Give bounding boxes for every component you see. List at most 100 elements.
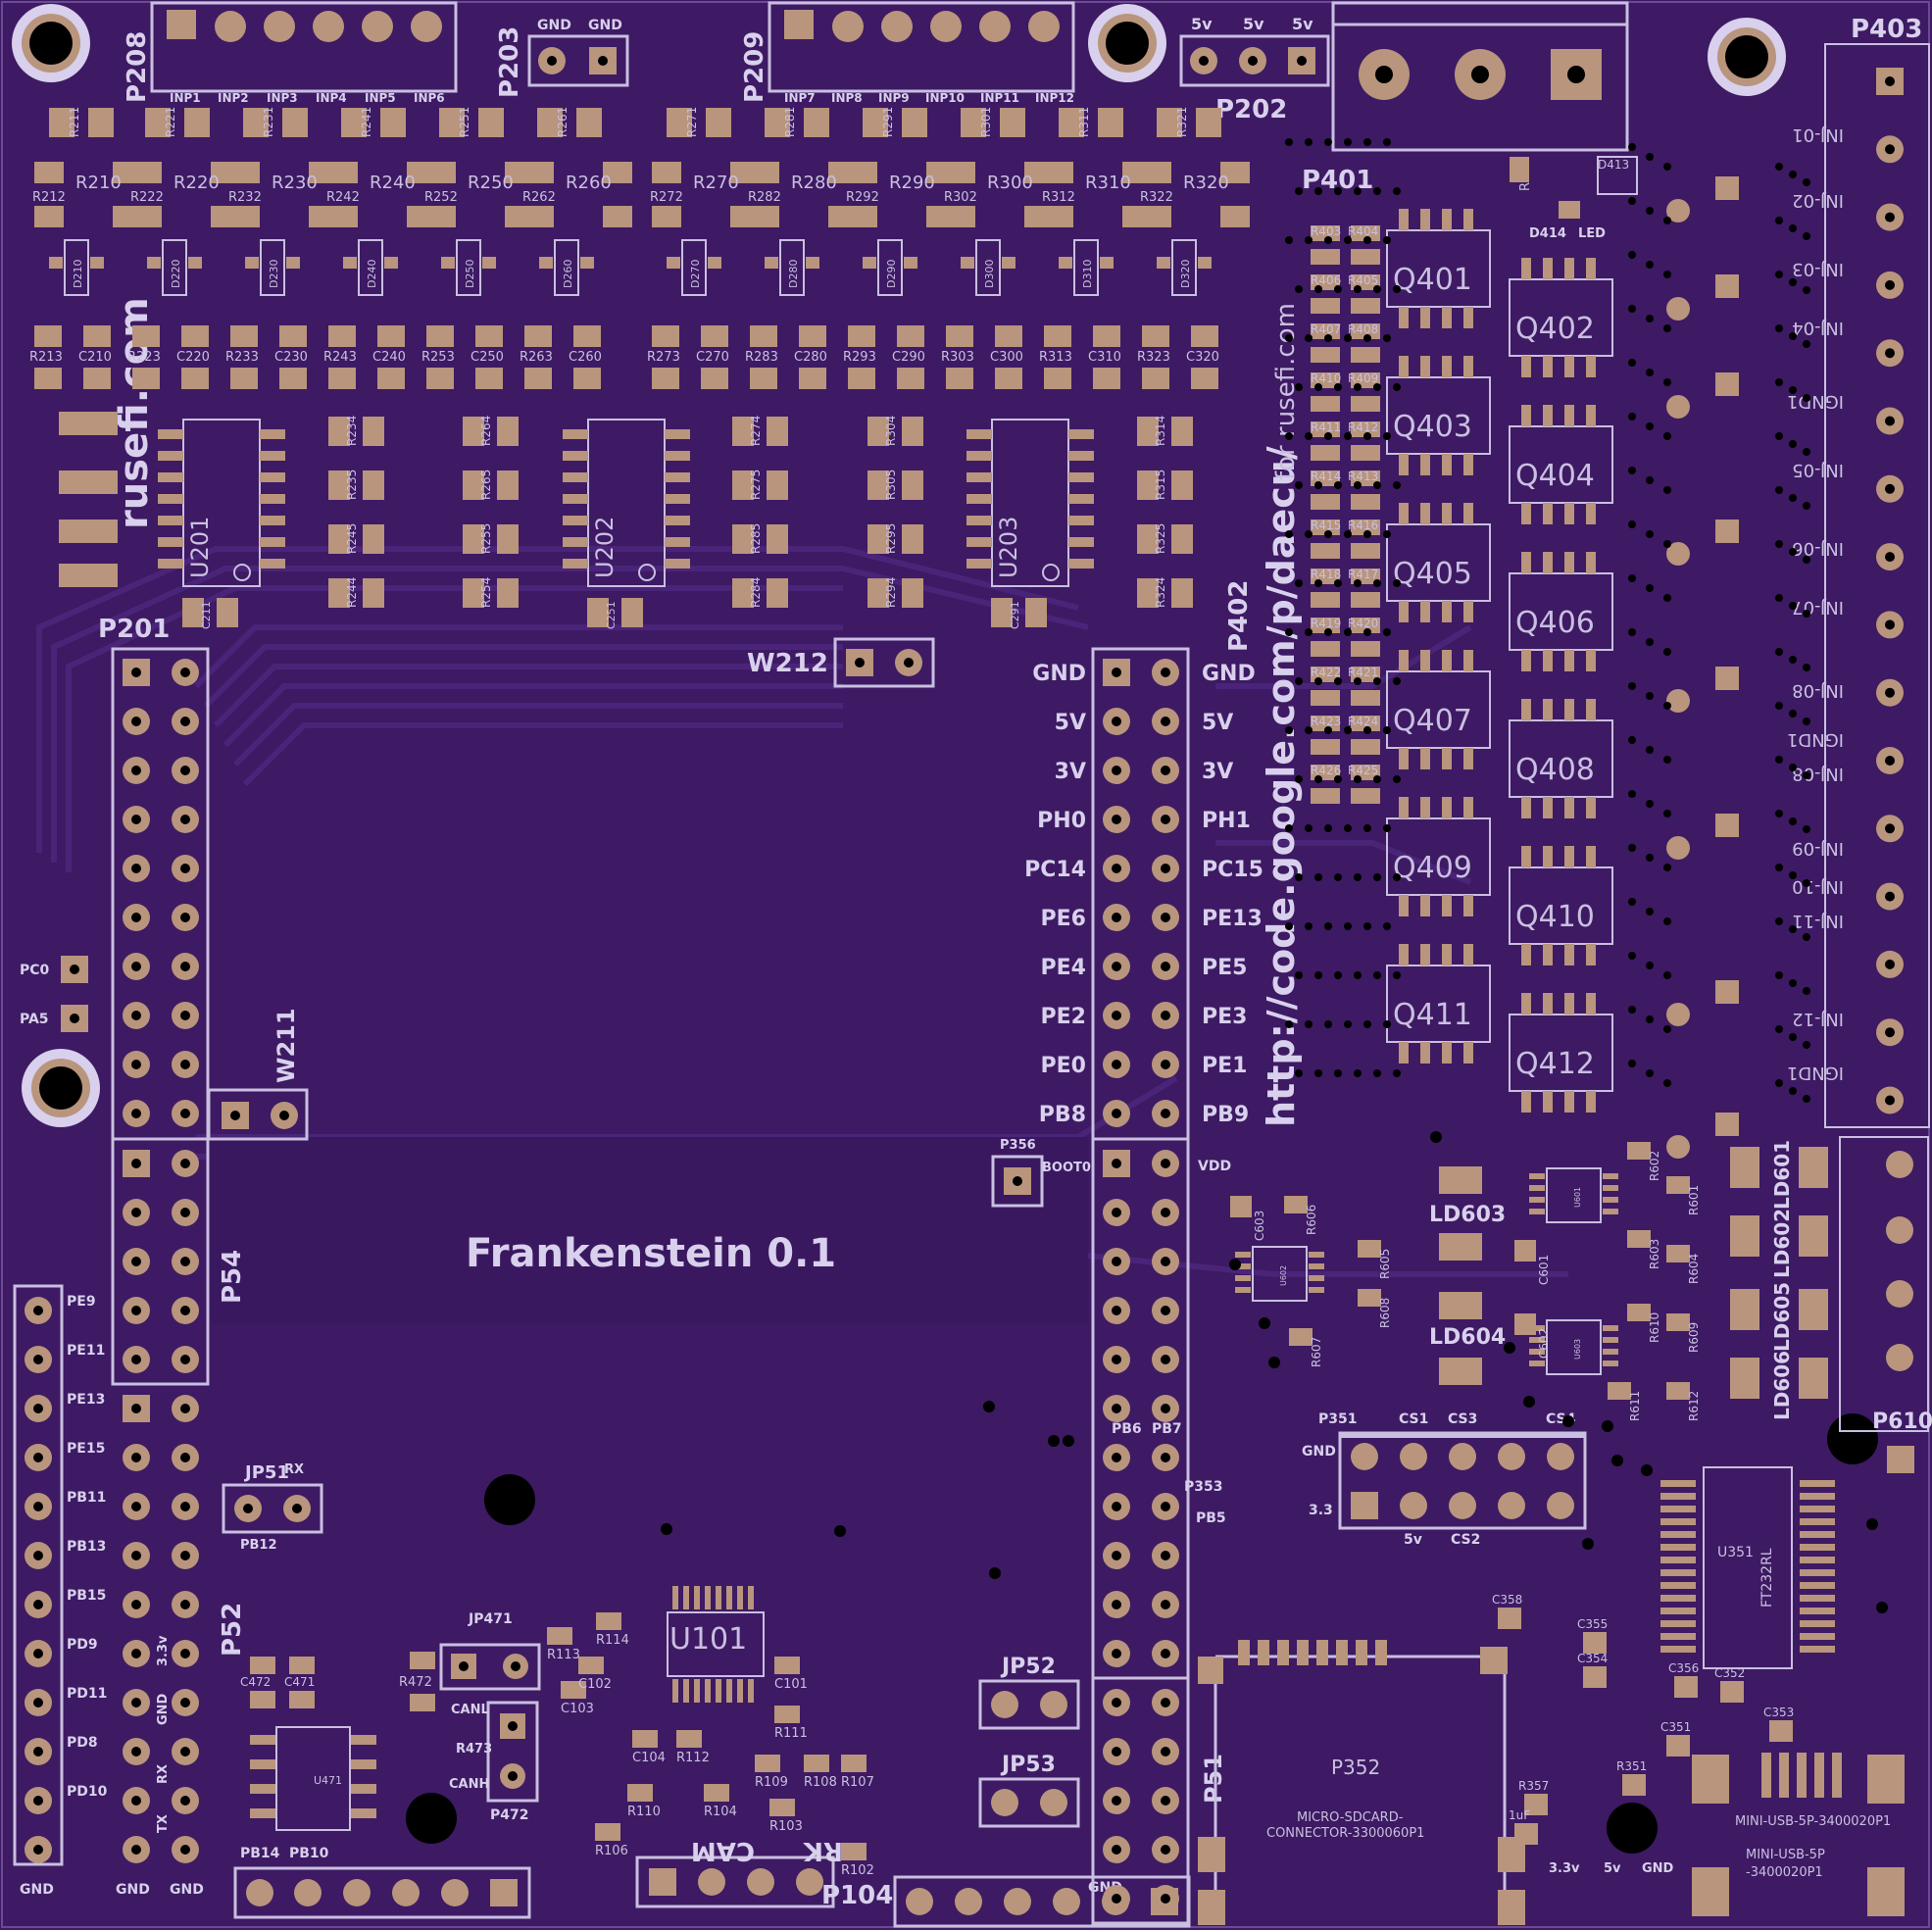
ic-pin	[966, 537, 992, 547]
jumper-jp52[interactable]: JP52	[978, 1655, 1080, 1730]
p209-ref: P209	[740, 31, 769, 103]
resistor-pad	[497, 417, 519, 446]
leftcol-label: PB13	[67, 1539, 106, 1555]
part-pad	[475, 325, 503, 347]
mosfet-outline	[1509, 719, 1613, 798]
header-p351[interactable]: P351 CS1 CS3 CS4 GND 3.3 5v CS2	[1302, 1411, 1587, 1548]
header-p203[interactable]: GND GND P203	[495, 18, 629, 98]
header-left-column[interactable]: PE9PE11PE13PE15PB11PB13PB15PD9PD11PD8PD1…	[13, 1284, 204, 1898]
resistor-label: R231	[262, 107, 275, 137]
diode-pad	[245, 257, 259, 269]
p52-label-3v: 3.3v	[156, 1635, 171, 1666]
p209-pin-label: INP7	[784, 91, 816, 105]
power-33-label: 3.3v	[1549, 1861, 1580, 1876]
p203-pin-label: GND	[588, 18, 622, 33]
jumper-jp53[interactable]: JP53	[978, 1753, 1080, 1828]
microsd-connector[interactable]: P352 MICRO-SDCARD- CONNECTOR-3300060P1 3…	[1198, 1640, 1674, 1925]
resistor-pad	[576, 108, 602, 137]
resistor-pad	[1000, 108, 1025, 137]
small-part-pad	[561, 1681, 586, 1699]
diode-pad	[961, 257, 974, 269]
part-label: C358	[1492, 1593, 1522, 1607]
header-p202[interactable]: 5v 5v 5v P202	[1179, 15, 1330, 124]
p403-pin-label: INJ-08	[1792, 764, 1844, 784]
part-pad	[1622, 1774, 1646, 1796]
ic-pin	[665, 494, 690, 504]
resistor-label: R310	[1085, 173, 1131, 193]
diode-label: D230	[268, 260, 280, 288]
p402-left-label: PE6	[1041, 907, 1086, 931]
p208-pin-label: INP4	[316, 91, 347, 105]
header-p51[interactable]: P51 PB6 PB7 VDD P353 PB5	[1091, 1137, 1231, 1925]
resistor-pad	[902, 524, 923, 554]
part-pad	[1093, 325, 1120, 347]
part-pad	[377, 368, 405, 389]
ic-pin	[1068, 559, 1094, 569]
resistor-pad	[1196, 108, 1221, 137]
p402-left-label: PE2	[1041, 1005, 1086, 1029]
resistor-pad	[1137, 417, 1159, 446]
part-pad	[524, 325, 552, 347]
diode-outline	[1073, 239, 1099, 296]
header-p356[interactable]: P356 BOOT0	[991, 1138, 1091, 1208]
r40x-label: R424	[1348, 715, 1378, 728]
part-pad	[1720, 1681, 1744, 1703]
p403-pin-label: INJ-02	[1792, 190, 1844, 211]
resistor-pad	[88, 108, 114, 137]
pb5-label: PB5	[1196, 1510, 1226, 1526]
resistor-label: R325	[1154, 523, 1167, 554]
p203-ref: P203	[495, 26, 524, 98]
header-pb14-pb10[interactable]: PB14 PB10	[233, 1846, 531, 1919]
p403-pin-label: INJ-10	[1792, 876, 1844, 897]
resistor-label: R244	[345, 577, 359, 608]
power-terminal[interactable]	[1331, 1, 1629, 152]
diode-pad	[806, 257, 819, 269]
p403-pin-label: INJ-12	[1792, 1009, 1844, 1029]
header-p403[interactable]: INJ-01INJ-02INJ-03INJ-04IGND1INJ-05INJ-0…	[1666, 15, 1930, 1159]
resistor-label: R261	[556, 107, 570, 137]
header-p201[interactable]: P201	[98, 615, 210, 1141]
part-label: C300	[990, 350, 1023, 365]
small-part-label: C102	[578, 1677, 612, 1692]
part-label: R223	[127, 350, 161, 365]
pb6-label: PB6	[1112, 1421, 1142, 1437]
cs3-label: CS3	[1448, 1411, 1477, 1427]
header-p610[interactable]: P610	[1839, 1136, 1932, 1473]
header-p54[interactable]: P54	[111, 1137, 247, 1386]
header-p402[interactable]: GND5V3VPH0PC14PE6PE4PE2PE0PB8GND5V3VPH1P…	[1024, 580, 1263, 1141]
resistor-pad	[1059, 108, 1084, 137]
part-pad	[1498, 1608, 1521, 1629]
resistor-label: R241	[360, 107, 373, 137]
small-part-pad	[578, 1657, 604, 1674]
header-cam[interactable]: CAM RK	[635, 1836, 843, 1908]
ic-pin	[563, 429, 588, 439]
ic-pin	[563, 451, 588, 461]
usb-connector[interactable]: MINI-USB-5P-3400020P1 MINI-USB-5P -34000…	[1692, 1753, 1905, 1916]
header-p52[interactable]: P52 3.3v GND RX TX	[123, 1395, 247, 1863]
ic-pin	[260, 537, 285, 547]
pb14-label: PB14	[240, 1846, 280, 1861]
test-points-left[interactable]: PC0 PA5	[20, 956, 88, 1032]
jumper-jp51[interactable]: JP51 RX PB12	[222, 1462, 323, 1553]
resistor-pad	[439, 108, 465, 137]
header-p208[interactable]: P208 INP1 INP2 INP3 INP4 INP5 INP6	[123, 1, 458, 105]
header-p209[interactable]: P209 INP7 INP8 INP9 INP10 INP11 INP12	[740, 1, 1075, 105]
jumper-w212[interactable]: W212	[747, 637, 935, 688]
resistor-label: R280	[791, 173, 837, 193]
cap-label: C291	[1009, 601, 1021, 629]
part-pad	[1142, 325, 1169, 347]
diode-outline	[456, 239, 481, 296]
part-pad	[230, 368, 258, 389]
mosfet-outline	[1509, 425, 1613, 504]
diode-pad	[765, 257, 778, 269]
jumper-w211[interactable]: W211	[207, 1008, 309, 1141]
part-pad	[701, 325, 728, 347]
resistor-pad	[328, 470, 350, 500]
u351-label: U351	[1717, 1545, 1754, 1560]
part-label: C250	[471, 350, 504, 365]
can-block[interactable]: JP471 P472 CANL CANH R473 R472	[399, 1611, 541, 1823]
resistor-pad	[750, 162, 779, 183]
p402-right-label: 3V	[1202, 760, 1233, 784]
